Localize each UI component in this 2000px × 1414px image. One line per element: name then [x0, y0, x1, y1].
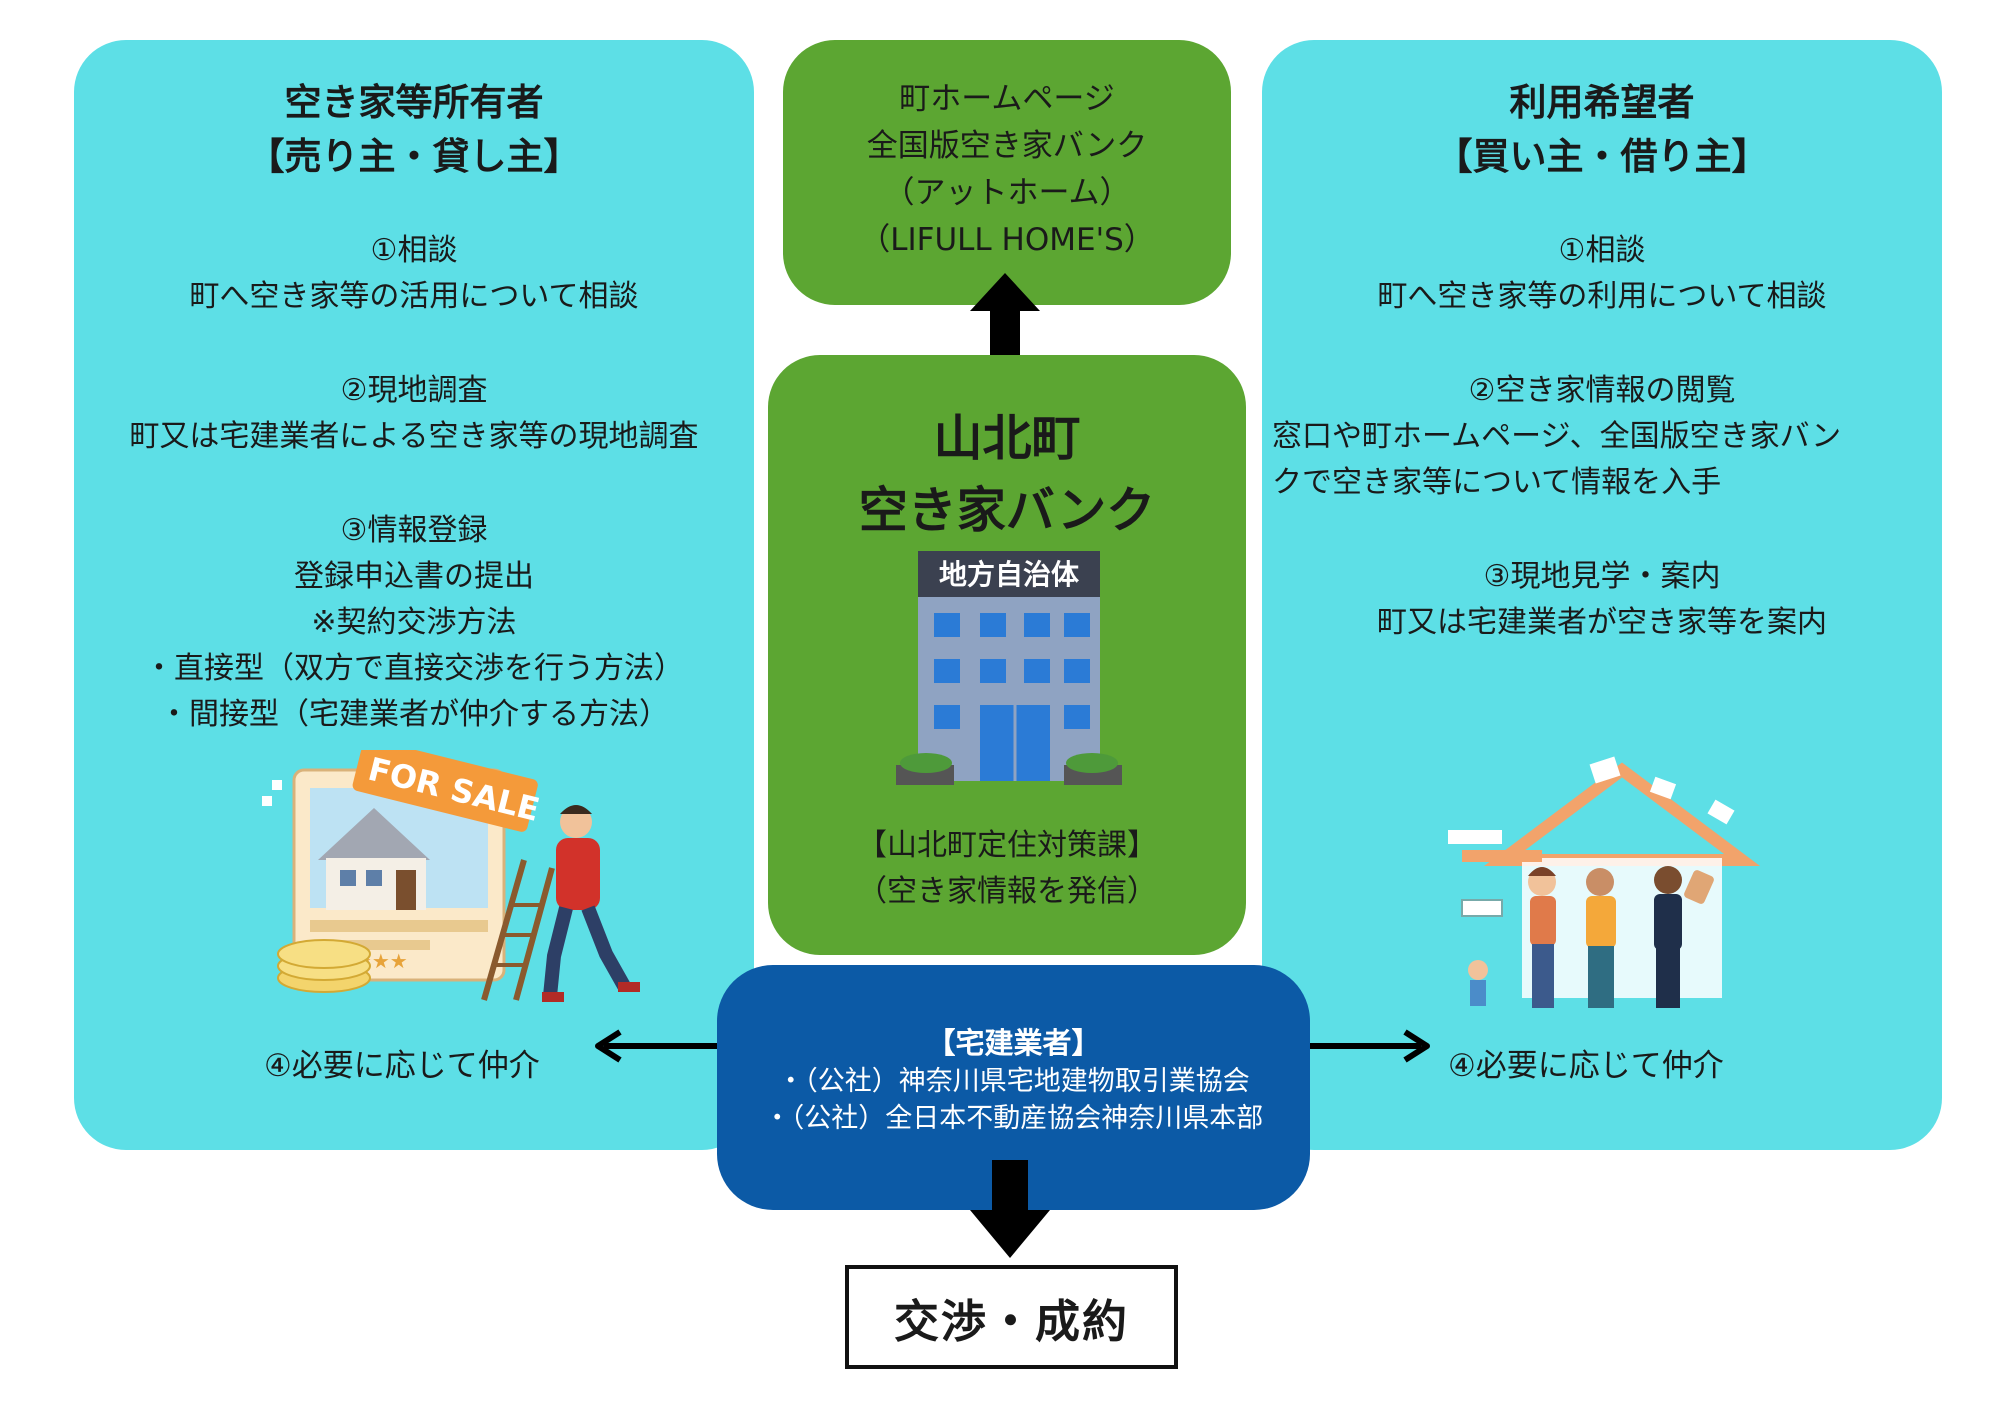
- bank-panel: 山北町 空き家バンク 地方自治体 【山北町定住対策課】 （空き家情報を発信）: [768, 355, 1246, 955]
- agent-members: ・（公社）神奈川県宅地建物取引業協会 ・（公社）全日本不動産協会神奈川県本部: [763, 1066, 1264, 1134]
- owner-step-consult: ①相談 町へ空き家等の活用について相談: [189, 233, 639, 314]
- portal-text: 町ホームページ 全国版空き家バンク （アットホーム） （LIFULL HOME'…: [859, 81, 1155, 258]
- agent-content: 【宅建業者】 ・（公社）神奈川県宅地建物取引業協会 ・（公社）全日本不動産協会神…: [717, 1023, 1310, 1137]
- owner-title: 空き家等所有者 【売り主・貸し主】: [247, 81, 581, 178]
- bank-title: 山北町 空き家バンク: [858, 410, 1156, 539]
- down-arrow-icon: [970, 1160, 1050, 1258]
- portal-panel: 町ホームページ 全国版空き家バンク （アットホーム） （LIFULL HOME'…: [783, 40, 1231, 305]
- user-steps: ①相談 町へ空き家等の利用について相談 ②空き家情報の閲覧 窓口や町ホームページ…: [1262, 228, 1942, 694]
- owner-panel: 空き家等所有者 【売り主・貸し主】 ①相談 町へ空き家等の活用について相談 ②現…: [74, 40, 754, 1150]
- bank-office: 【山北町定住対策課】 （空き家情報を発信）: [857, 828, 1157, 909]
- user-panel: 利用希望者 【買い主・借り主】 ①相談 町へ空き家等の利用について相談 ②空き家…: [1262, 40, 1942, 1150]
- owner-mediation-label: ④必要に応じて仲介: [264, 1048, 540, 1084]
- owner-step-register: ③情報登録 登録申込書の提出 ※契約交渉方法 ・直接型（双方で直接交渉を行う方法…: [144, 513, 684, 732]
- user-mediation-label: ④必要に応じて仲介: [1448, 1048, 1724, 1084]
- up-arrow-icon: [970, 273, 1040, 373]
- owner-step-survey: ②現地調査 町又は宅建業者による空き家等の現地調査: [129, 373, 699, 454]
- building-sign-text: 地方自治体: [939, 558, 1080, 591]
- municipal-building-icon: 地方自治体: [896, 551, 1122, 785]
- user-step-visit: ③現地見学・案内 町又は宅建業者が空き家等を案内: [1377, 559, 1827, 640]
- user-step-browse: ②空き家情報の閲覧 窓口や町ホームページ、全国版空き家バン クで空き家等について…: [1272, 373, 1842, 500]
- for-sale-illustration: ★★★★ FOR SALE: [262, 750, 640, 1002]
- owner-steps: ①相談 町へ空き家等の活用について相談 ②現地調査 町又は宅建業者による空き家等…: [74, 228, 754, 786]
- user-step-consult: ①相談 町へ空き家等の利用について相談: [1377, 233, 1827, 314]
- agent-title: 【宅建業者】: [926, 1026, 1101, 1060]
- result-box: 交渉・成約: [845, 1265, 1178, 1369]
- family-house-illustration: [1448, 756, 1760, 1008]
- user-title: 利用希望者 【買い主・借り主】: [1435, 81, 1769, 178]
